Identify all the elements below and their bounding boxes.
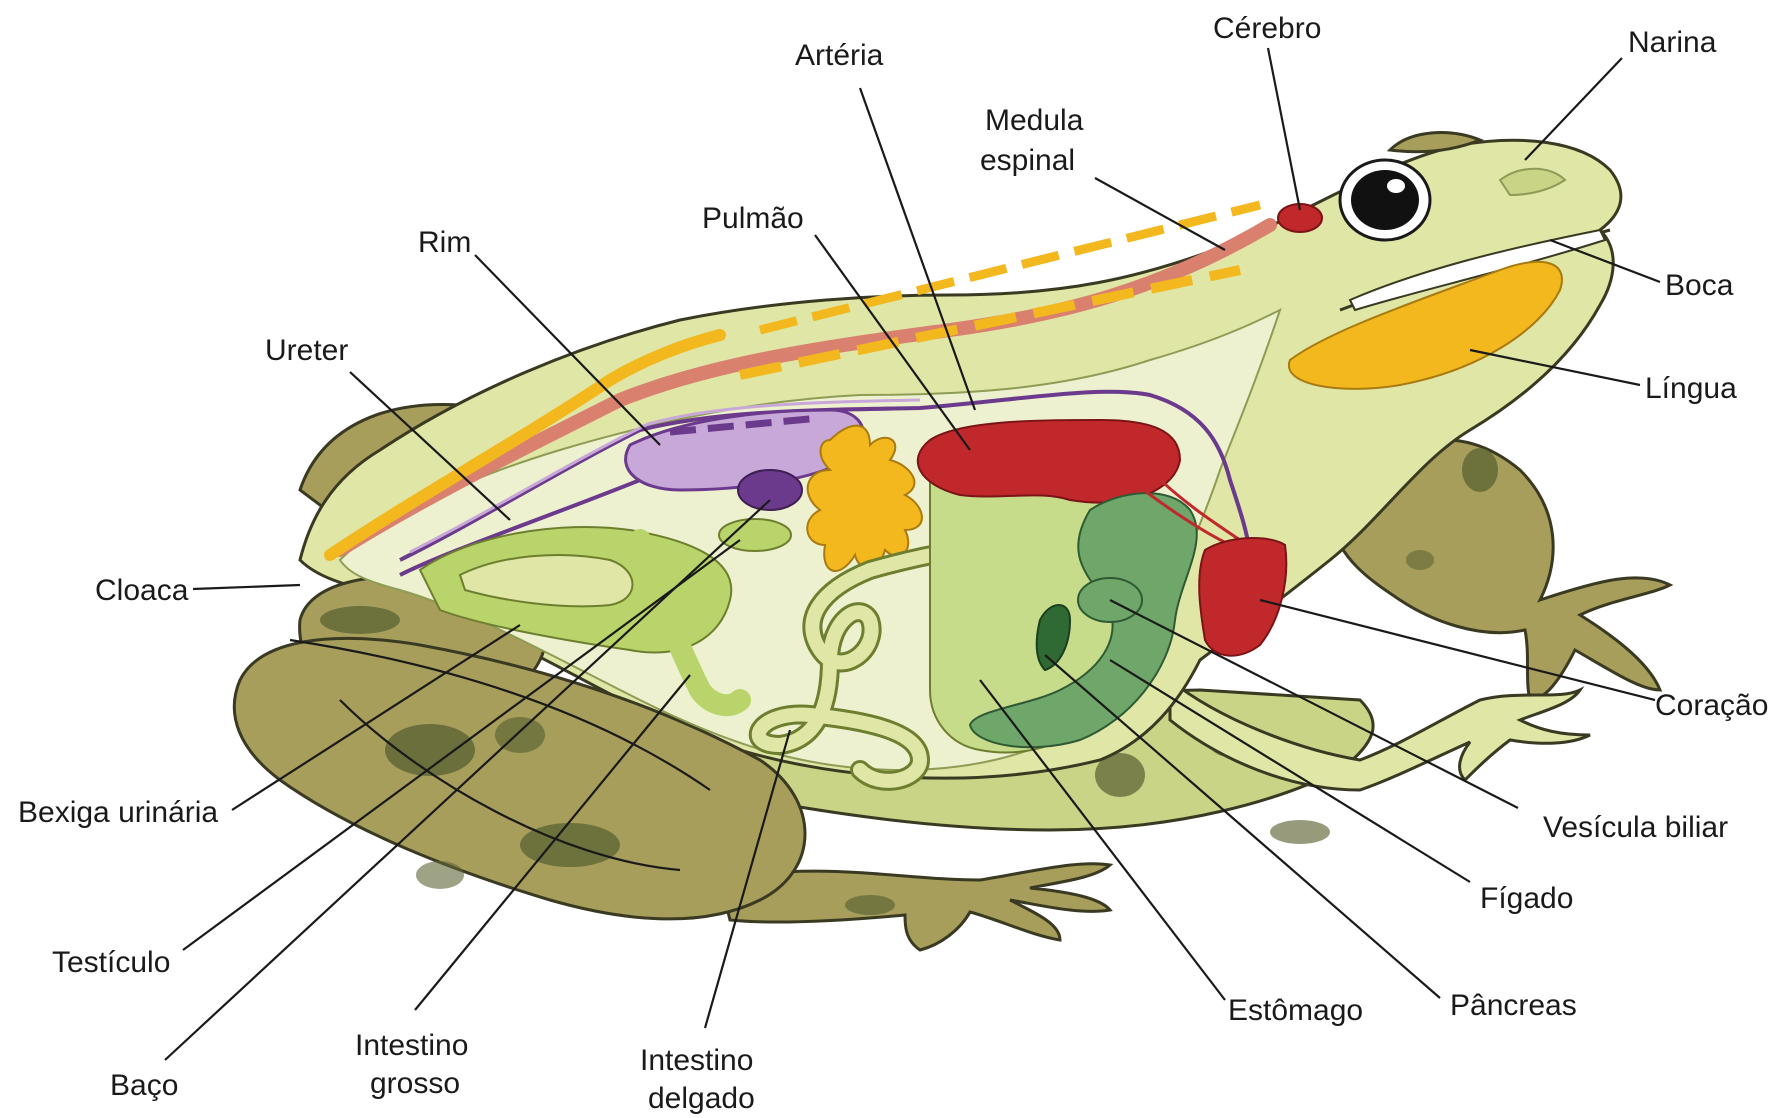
skin-spot <box>1406 550 1434 570</box>
label-coracao: Coração <box>1655 689 1768 722</box>
label-estomago: Estômago <box>1228 994 1363 1027</box>
label-int-grosso-line1: Intestino <box>355 1029 468 1062</box>
label-boca: Boca <box>1665 269 1734 302</box>
label-cloaca: Cloaca <box>95 574 189 607</box>
leader-cloaca <box>193 585 300 589</box>
spleen <box>738 470 802 510</box>
label-ureter: Ureter <box>265 334 348 367</box>
label-figado: Fígado <box>1480 882 1573 915</box>
skin-spot <box>1462 448 1498 492</box>
leader-cerebro <box>1268 48 1300 210</box>
label-baco: Baço <box>110 1069 178 1102</box>
label-int-delgado-line1: Intestino <box>640 1044 753 1077</box>
label-medula-line2: espinal <box>980 144 1075 177</box>
label-pancreas: Pâncreas <box>1450 989 1577 1022</box>
label-vesicula: Vesícula biliar <box>1543 811 1728 844</box>
label-rim: Rim <box>418 226 471 259</box>
label-int-delgado-line2: delgado <box>648 1082 755 1115</box>
label-arteria: Artéria <box>795 39 884 72</box>
skin-spot <box>845 895 895 915</box>
label-pulmao: Pulmão <box>702 202 804 235</box>
label-medula-line1: Medula <box>985 104 1084 137</box>
leader-narina <box>1525 58 1622 160</box>
skin-spot <box>320 606 400 634</box>
eye-pupil <box>1351 170 1419 230</box>
heart <box>1199 538 1286 656</box>
skin-spot <box>416 861 464 889</box>
skin-spot <box>1270 820 1330 844</box>
label-int-grosso-line2: grosso <box>370 1067 460 1100</box>
label-lingua: Língua <box>1645 372 1737 405</box>
label-narina: Narina <box>1628 26 1717 59</box>
label-bexiga: Bexiga urinária <box>18 796 218 829</box>
label-testiculo: Testículo <box>52 946 170 979</box>
eye-highlight <box>1387 179 1405 193</box>
label-cerebro: Cérebro <box>1213 12 1321 45</box>
